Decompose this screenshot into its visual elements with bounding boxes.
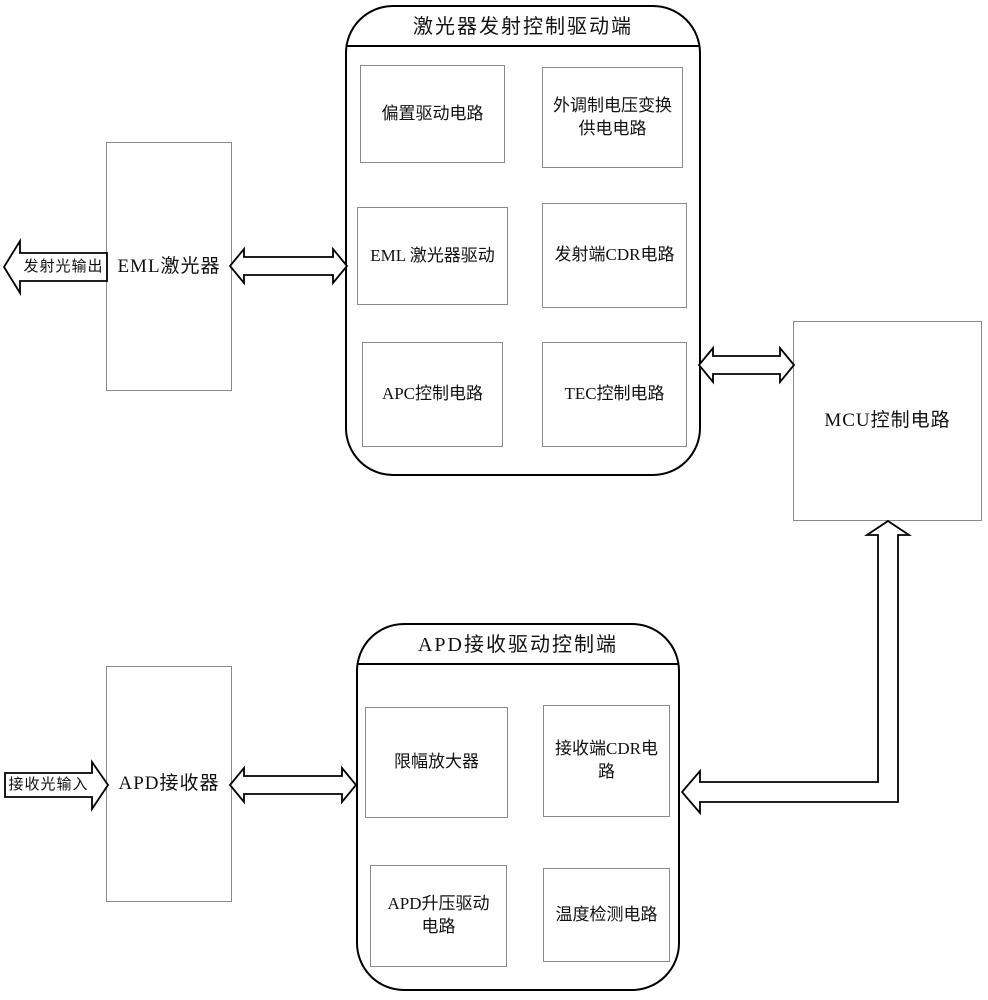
limiting-amplifier-label: 限幅放大器 xyxy=(394,752,479,772)
mcu-control-label: MCU控制电路 xyxy=(824,410,951,432)
rx-cdr-circuit-box: 接收端CDR电路 xyxy=(543,705,670,817)
eml-tx-double-arrow xyxy=(228,246,349,286)
tec-control-circuit-label: TEC控制电路 xyxy=(564,384,665,404)
apd-rx-double-arrow xyxy=(228,765,358,805)
eml-laser-driver-label: EML 激光器驱动 xyxy=(370,245,495,265)
ext-modulation-power-circuit-label: 外调制电压变换供电电路 xyxy=(553,95,672,138)
rx-driver-container: APD接收驱动控制端 限幅放大器 接收端CDR电路 APD升压驱动电路 温度检测… xyxy=(356,623,680,991)
tx-cdr-circuit-box: 发射端CDR电路 xyxy=(542,203,687,308)
tx-output-label: 发射光输出 xyxy=(23,259,104,275)
ext-modulation-power-circuit-box: 外调制电压变换供电电路 xyxy=(542,67,683,168)
rx-input-label: 接收光输入 xyxy=(8,777,89,793)
rx-mcu-elbow-arrow xyxy=(680,519,912,816)
apd-receiver-box: APD接收器 xyxy=(106,666,232,902)
limiting-amplifier-box: 限幅放大器 xyxy=(365,707,508,818)
apc-control-circuit-label: APC控制电路 xyxy=(381,384,484,404)
eml-laser-label: EML激光器 xyxy=(117,255,221,277)
tec-control-circuit-box: TEC控制电路 xyxy=(542,342,687,447)
tx-cdr-circuit-label: 发射端CDR电路 xyxy=(554,245,675,265)
eml-laser-driver-box: EML 激光器驱动 xyxy=(357,207,508,305)
apd-boost-drive-circuit-label: APD升压驱动电路 xyxy=(387,894,490,936)
eml-laser-box: EML激光器 xyxy=(106,142,232,391)
temperature-detect-circuit-label: 温度检测电路 xyxy=(555,904,658,924)
tx-driver-container: 激光器发射控制驱动端 偏置驱动电路 外调制电压变换供电电路 EML 激光器驱动 … xyxy=(345,5,701,476)
mcu-control-box: MCU控制电路 xyxy=(793,321,982,521)
tx-driver-title: 激光器发射控制驱动端 xyxy=(347,7,699,47)
rx-cdr-circuit-label: 接收端CDR电路 xyxy=(555,739,658,781)
tx-mcu-double-arrow xyxy=(697,345,796,385)
temperature-detect-circuit-box: 温度检测电路 xyxy=(543,868,670,962)
apd-receiver-label: APD接收器 xyxy=(118,773,220,795)
bias-drive-circuit-label: 偏置驱动电路 xyxy=(381,103,484,123)
apd-boost-drive-circuit-box: APD升压驱动电路 xyxy=(370,865,507,967)
bias-drive-circuit-box: 偏置驱动电路 xyxy=(360,65,505,163)
apc-control-circuit-box: APC控制电路 xyxy=(362,342,503,447)
rx-driver-title: APD接收驱动控制端 xyxy=(358,625,678,665)
